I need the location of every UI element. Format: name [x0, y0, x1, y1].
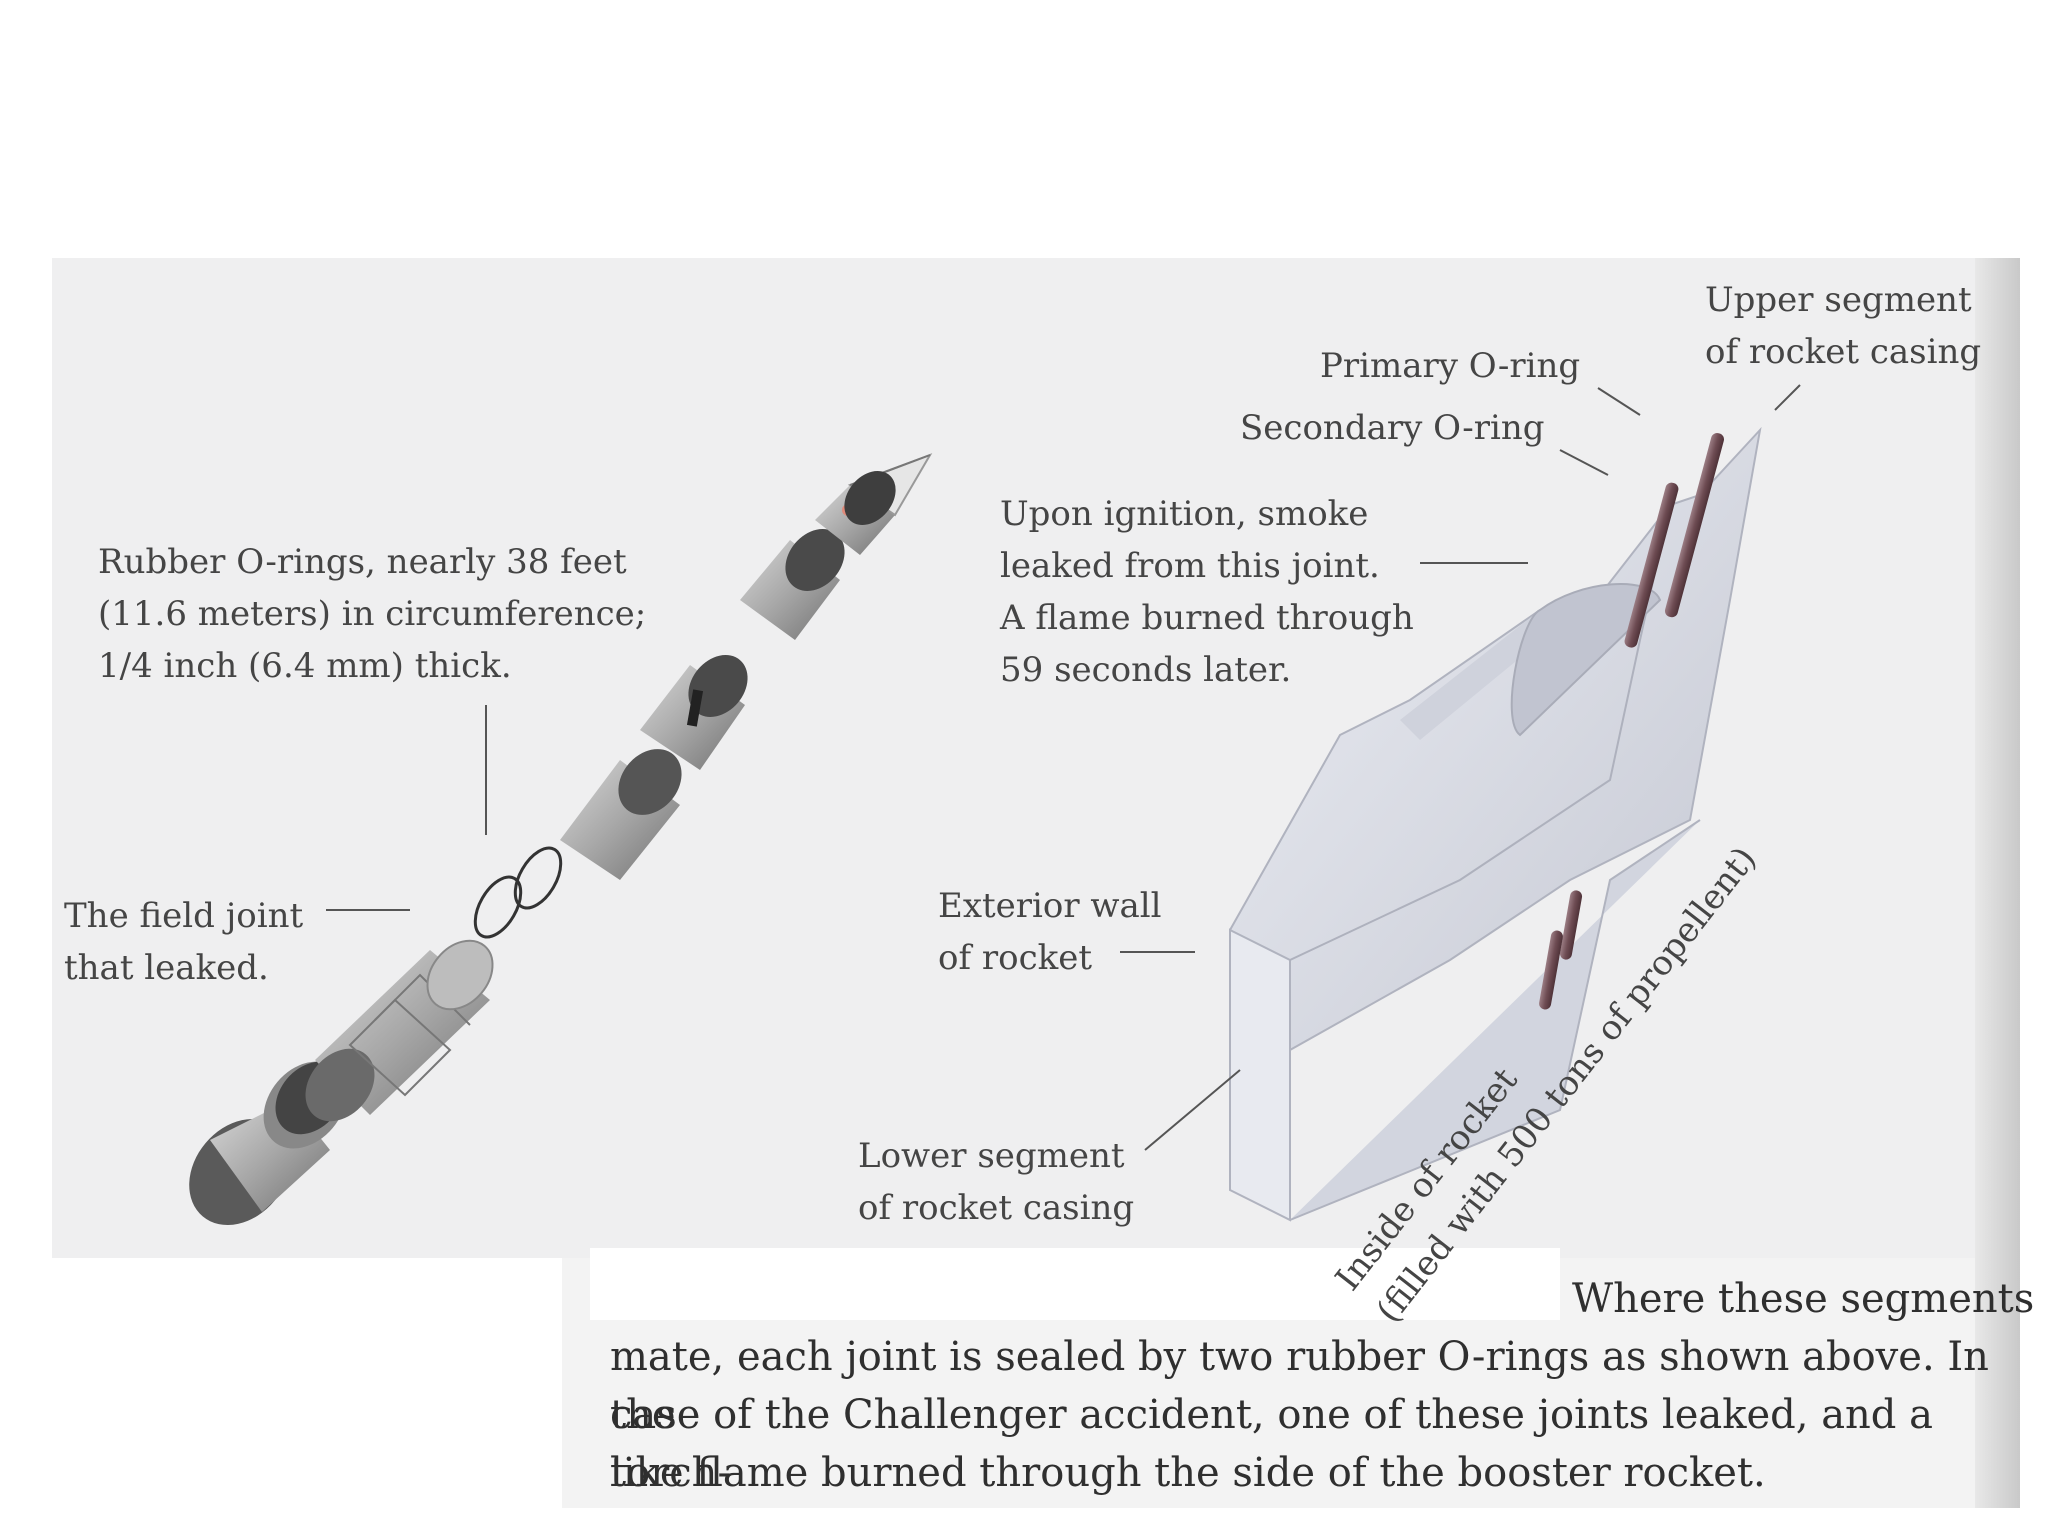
- caption-line-4: like flame burned through the side of th…: [610, 1444, 1766, 1502]
- lower-segment-label: Lower segment of rocket casing: [858, 1130, 1134, 1234]
- lower-segment-arrow: [1145, 1070, 1240, 1150]
- primary-oring-label: Primary O-ring: [1320, 340, 1580, 392]
- primary-oring-arrow: [1598, 388, 1640, 415]
- exterior-wall-label: Exterior wall of rocket: [938, 880, 1162, 984]
- caption-line-1: Where these segments: [1572, 1270, 2034, 1328]
- ignition-note-label: Upon ignition, smoke leaked from this jo…: [1000, 488, 1414, 696]
- secondary-oring-arrow: [1560, 450, 1608, 475]
- secondary-oring-label: Secondary O-ring: [1240, 402, 1545, 454]
- exploded-orings: [466, 840, 570, 944]
- upper-segment-label: Upper segment of rocket casing: [1705, 274, 1981, 378]
- field-joint-label: The field joint that leaked.: [64, 890, 303, 994]
- rocket-aft-segment: [291, 928, 506, 1135]
- upper-segment-arrow: [1775, 385, 1800, 410]
- rubber-orings-label: Rubber O-rings, nearly 38 feet (11.6 met…: [98, 536, 646, 692]
